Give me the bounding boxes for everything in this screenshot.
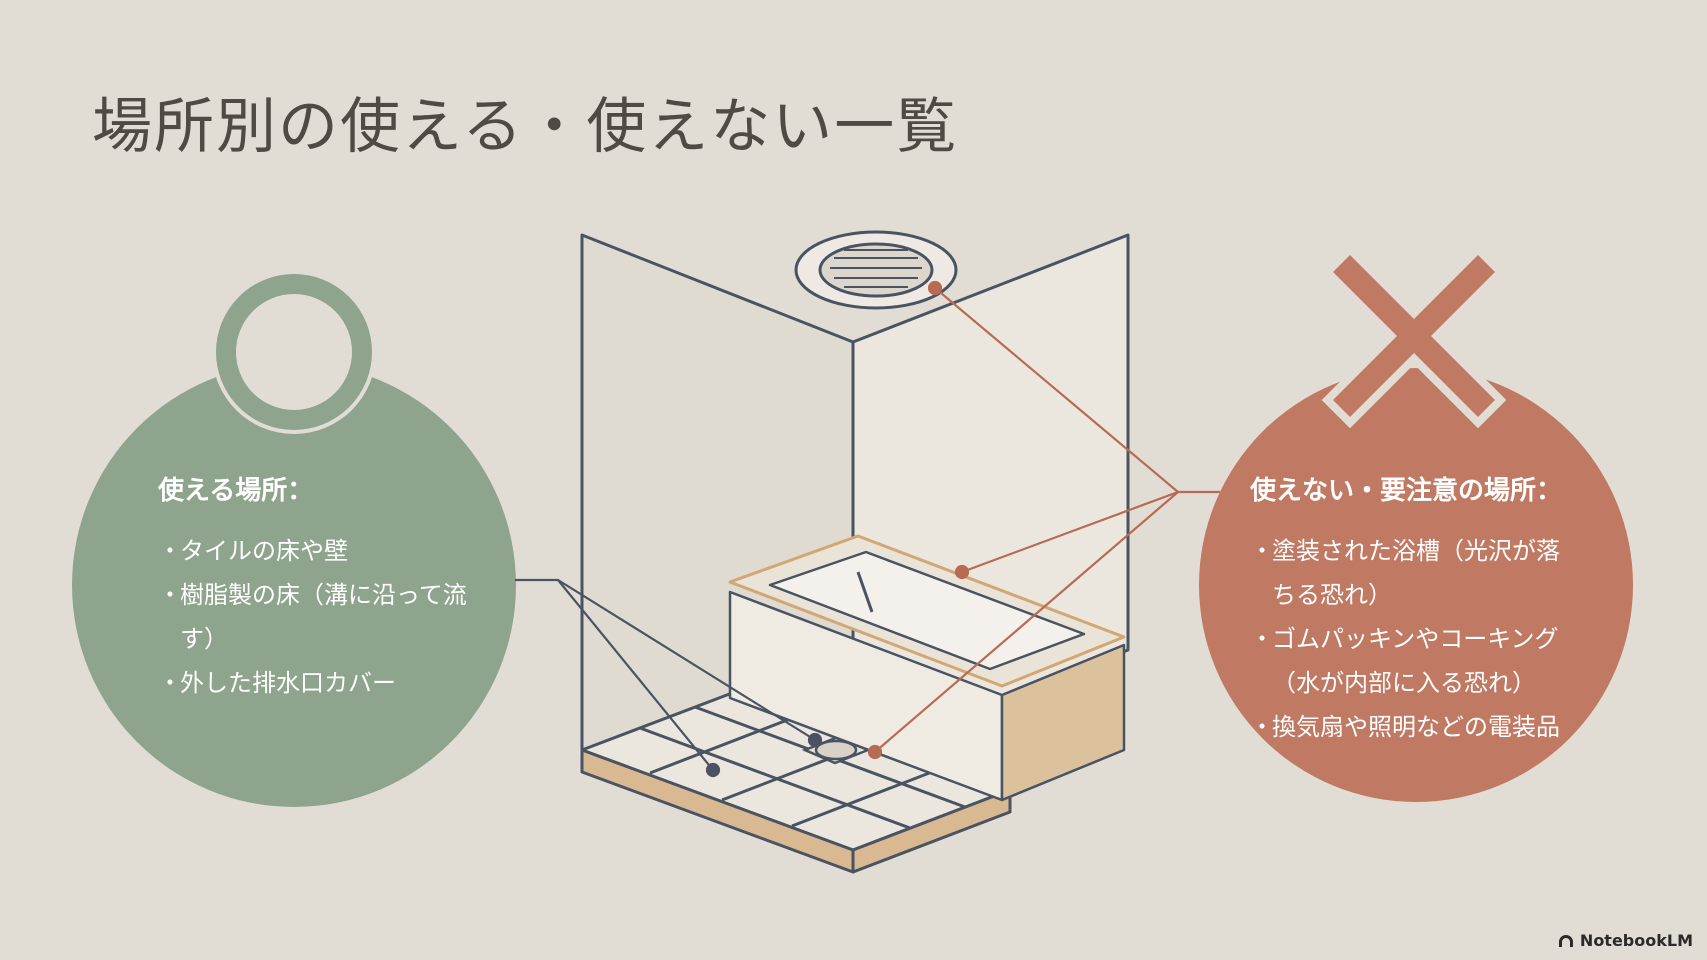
list-item: 塗装された浴槽（光沢が落ちる恐れ） [1250, 529, 1572, 617]
ceiling-vent-icon [794, 230, 958, 310]
page-title: 場所別の使える・使えない一覧 [92, 92, 959, 162]
ok-list: タイルの床や壁 樹脂製の床（溝に沿って流す） 外した排水口カバー [158, 529, 498, 705]
cross-mark-icon [1321, 243, 1507, 429]
list-item: 換気扇や照明などの電装品 [1250, 705, 1610, 749]
circle-mark-icon [216, 274, 372, 430]
brand-logo: NotebookLM [1558, 931, 1693, 950]
ok-panel-heading: 使える場所： [158, 476, 314, 506]
floor-base-right [851, 788, 1012, 874]
list-item: タイルの床や壁 [158, 529, 498, 573]
ng-panel-text: 使えない・要注意の場所： 塗装された浴槽（光沢が落ちる恐れ） ゴムパッキンやコー… [1250, 470, 1610, 749]
bathtub-side [1000, 643, 1126, 802]
ng-connectors [867, 280, 1220, 760]
list-item: ゴムパッキンやコーキング（水が内部に入る恐れ） [1250, 617, 1602, 705]
ok-connectors [515, 578, 823, 778]
list-item: 外した排水口カバー [158, 661, 498, 705]
brand-name: NotebookLM [1579, 931, 1693, 950]
notebooklm-icon [1558, 934, 1573, 947]
ok-panel-text: 使える場所： タイルの床や壁 樹脂製の床（溝に沿って流す） 外した排水口カバー [158, 470, 498, 705]
ok-icon-ring [212, 270, 376, 434]
ng-panel-heading: 使えない・要注意の場所： [1250, 476, 1563, 506]
ng-list: 塗装された浴槽（光沢が落ちる恐れ） ゴムパッキンやコーキング（水が内部に入る恐れ… [1250, 529, 1610, 749]
list-item: 樹脂製の床（溝に沿って流す） [158, 573, 470, 661]
